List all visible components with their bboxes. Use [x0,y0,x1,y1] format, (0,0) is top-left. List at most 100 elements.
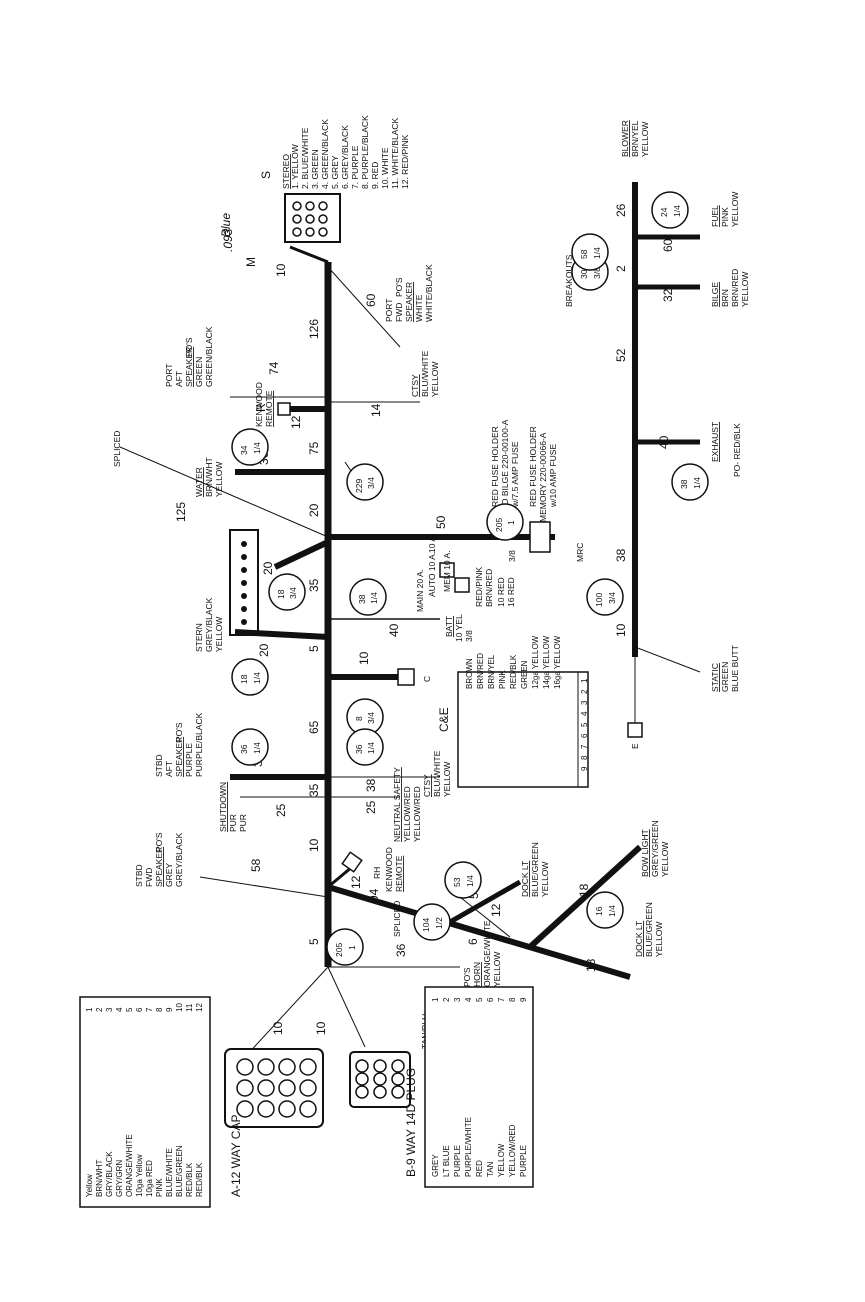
stbd-fwd-speaker-lead [199,876,329,898]
svg-text:4: 4 [580,711,589,716]
svg-text:YELLOW: YELLOW [214,462,224,497]
blower-title: BLOWER [620,120,630,157]
svg-text:2: 2 [442,997,451,1002]
fuse-holder-notes: RED FUSE HOLDER AUTO BILGE 220-00100-A w… [490,419,558,522]
svg-text:STATIC: STATIC [710,663,720,692]
svg-text:10ga Yellow: 10ga Yellow [135,1154,144,1197]
a-cap-table-title: A-12 WAY CAP [229,1115,243,1197]
stbd-fwd-speaker-len: 58 [249,858,263,872]
svg-text:8. PURPLE/BLACK: 8. PURPLE/BLACK [360,115,370,189]
svg-text:3: 3 [453,997,462,1002]
lower-len-3: 10 [314,1021,328,1035]
svg-text:PORT: PORT [384,299,394,322]
trunk-seg-9: 126 [307,319,321,339]
water-sleeve [231,428,269,466]
connector-lead [273,539,330,570]
batt-title: BATT [444,616,454,637]
svg-text:GREEN: GREEN [194,357,204,387]
static-lead [634,646,701,673]
ctsy-stbd-sleeve-size: 36 [354,744,364,754]
b-plug-table-rows: GREY LT BLUE PURPLE PURPLE/WHITE RED TAN… [431,997,528,1177]
svg-text:CTSY: CTSY [410,374,420,397]
stbd-aft-speaker-sleeve-frac: 1/4 [252,742,262,754]
svg-text:GREY: GREY [431,1154,440,1177]
svg-text:WATER: WATER [194,467,204,497]
svg-text:FWD: FWD [394,303,404,322]
svg-text:EXHAUST: EXHAUST [710,422,720,462]
port-aft-speaker-label: PORT AFT SPEAKER GREEN GREEN/BLACK PO'S [164,326,214,387]
svg-text:GREY/BLACK: GREY/BLACK [174,832,184,887]
stereo-wire-list: 1. YELLOW 2. BLUE/WHITE 3. GREEN 4. GREE… [290,115,410,189]
svg-text:BILGE: BILGE [710,282,720,307]
b-plug-table: B-9 WAY 14D PLUG GREY LT BLUE PURPLE PUR… [404,986,534,1188]
dock-branch-trunk [327,884,631,980]
svg-text:10 RED: 10 RED [496,577,506,607]
mrc-len: 50 [434,515,448,529]
dock-lt-1-lead [448,879,522,925]
port-fwd-speaker-len: 60 [364,293,378,307]
svg-text:BRN: BRN [720,289,730,307]
dock-lt-2-sleeve [586,891,624,929]
trunk-seg-8: 75 [307,441,321,455]
breakouts-seg-4: 52 [614,348,628,362]
svg-text:10. WHITE: 10. WHITE [380,147,390,189]
trunk-seg-5: 5 [307,645,321,652]
static-sleeve [586,578,624,616]
connector-sleeve-size: 18 [276,589,286,599]
svg-text:PUR: PUR [238,814,248,832]
svg-text:PO'S: PO'S [174,722,184,742]
connector-len: 20 [261,561,275,575]
svg-text:6: 6 [486,997,495,1002]
fuel-label: FUEL PINK YELLOW [710,192,740,227]
breakouts-seg-6: 26 [614,203,628,217]
bow-light-len: 18 [577,883,591,897]
svg-text:2: 2 [95,1007,104,1012]
svg-text:SPEAKER: SPEAKER [174,737,184,777]
trunk-seg-1: 5 [307,938,321,945]
svg-text:YELLOW: YELLOW [654,922,664,957]
c-connector [397,668,415,686]
svg-text:BLUE/GREEN: BLUE/GREEN [530,842,540,897]
bow-light-label: BOW LIGHT GREY/GREEN YELLOW [640,820,670,877]
stereo-title: STEREO [281,154,291,189]
trunk-seg-2: 10 [307,838,321,852]
mrc-sleeve-size: 205 [494,518,504,532]
svg-text:3: 3 [105,1007,114,1012]
svg-text:BRN/RED: BRN/RED [730,269,740,307]
svg-text:GREEN: GREEN [720,662,730,692]
svg-text:RED/PINK: RED/PINK [474,567,484,607]
stereo-lead-len: 10 [274,263,288,277]
svg-text:BLU/WHITE: BLU/WHITE [420,350,430,397]
breakouts-title: BREAKOUTS [564,254,574,307]
svg-text:11: 11 [185,1003,194,1012]
breakouts-sleeve-2-size: 58 [579,249,589,259]
svg-text:9: 9 [580,766,589,771]
ctsy-port-len: 14 [369,403,383,417]
splice-sleeve-size: 229 [354,479,364,493]
dock-lt-1-label: DOCK LT BLUE/GREEN YELLOW [520,842,550,897]
svg-text:GREEN/BLACK: GREEN/BLACK [204,326,214,387]
cap-lead [244,966,329,1058]
svg-text:PO- RED/BLK: PO- RED/BLK [732,423,742,477]
svg-text:PINK: PINK [155,1178,164,1197]
stbd-aft-speaker-label: STBD AFT SPEAKER PURPLE PURPLE/BLACK PO'… [154,712,204,777]
kenwood-rh-len: 12 [349,875,363,889]
a-cap-table-rows: Yellow BRN/WHT GRY/BLACK GRY/GRN ORANGE/… [85,1003,204,1197]
a-cap-table: A-12 WAY CAP Yellow BRN/WHT GRY/BLACK GR… [79,996,243,1208]
svg-text:3. GREEN: 3. GREEN [310,149,320,189]
kenwood-r-len: 12 [289,415,303,429]
svg-text:4. GREEN/BLACK: 4. GREEN/BLACK [320,119,330,189]
dock-lt-1-sleeve [444,861,482,899]
connector-sleeve-frac: 3/4 [288,587,298,599]
trunk-seg-6: 35 [307,578,321,592]
rotated-diagram: 5 10 35 65 5 35 20 75 126 10 S STEREO 1.… [112,115,750,1128]
svg-text:YELLOW/RED: YELLOW/RED [412,786,422,842]
svg-text:MAIN 20 A.: MAIN 20 A. [415,569,425,612]
sleeve-38-frac: 1/4 [369,592,379,604]
dock-lt-1-sleeve-frac: 1/4 [465,875,475,887]
sleeve-8-size: 8 [354,716,364,721]
svg-text:10 A: 10 A [427,536,437,553]
kenwood-r-line-1: KENWOOD [254,382,264,427]
